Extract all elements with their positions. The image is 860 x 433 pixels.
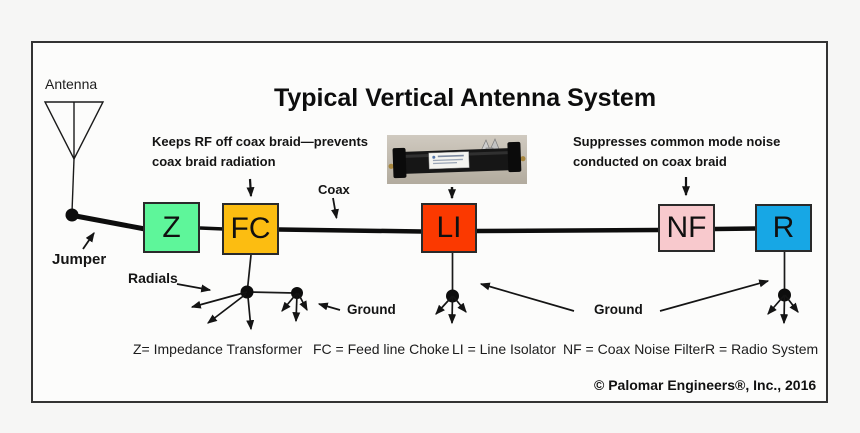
component-label-fc: FC — [230, 212, 271, 245]
component-label-nf: NF — [666, 211, 707, 244]
component-box-fc: FC — [222, 203, 279, 255]
diagram-title: Typical Vertical Antenna System — [273, 84, 657, 112]
coax-label: Coax — [318, 182, 350, 197]
copyright-text: © Palomar Engineers®, Inc., 2016 — [594, 377, 817, 393]
legend-li: LI = Line Isolator — [452, 341, 556, 357]
legend-z: Z= Impedance Transformer — [133, 341, 303, 357]
jumper-label: Jumper — [52, 251, 107, 268]
fc-annotation: Keeps RF off coax braid—prevents coax br… — [152, 132, 368, 172]
fc-annotation-line2: coax braid radiation — [152, 154, 276, 169]
nf-annotation-line1: Suppresses common mode noise — [573, 134, 781, 149]
component-box-li: LI — [421, 203, 477, 253]
antenna-label: Antenna — [45, 76, 98, 92]
nf-annotation-line2: conducted on coax braid — [573, 154, 727, 169]
radials-label: Radials — [128, 270, 178, 286]
component-box-nf: NF — [658, 204, 715, 252]
isolator-cylinder — [388, 141, 526, 179]
component-box-r: R — [755, 204, 812, 252]
nf-annotation: Suppresses common mode noise conducted o… — [573, 132, 780, 172]
line-isolator-photo — [387, 135, 527, 184]
line-isolator-photo-drawing — [387, 135, 527, 184]
legend-nf: NF = Coax Noise Filter — [563, 341, 705, 357]
component-label-li: LI — [436, 211, 462, 244]
component-label-r: R — [772, 211, 795, 244]
component-box-z: Z — [143, 202, 200, 253]
ground-label-fc: Ground — [347, 302, 396, 317]
legend-r: R = Radio System — [705, 341, 819, 357]
fc-annotation-line1: Keeps RF off coax braid—prevents — [152, 134, 368, 149]
component-label-z: Z — [162, 210, 181, 244]
ground-label-main: Ground — [594, 302, 643, 317]
legend-fc: FC = Feed line Choke — [313, 341, 450, 357]
